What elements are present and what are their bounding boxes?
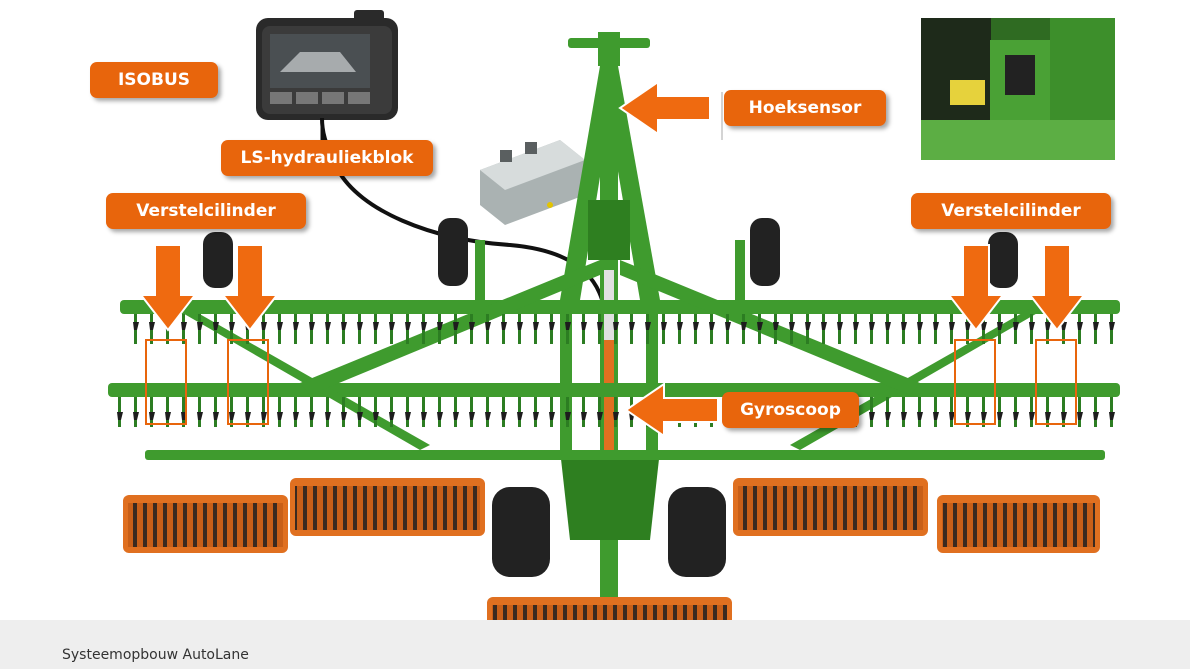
hydraulic-valve-block — [480, 140, 585, 225]
hoeksensor-label: Hoeksensor — [724, 90, 886, 126]
caption-bar — [0, 620, 1190, 669]
pointer-arrows — [138, 80, 1087, 438]
verstelcilinder-right-label: Verstelcilinder — [911, 193, 1111, 229]
sensor-photo — [921, 18, 1115, 160]
isobus-terminal — [256, 10, 398, 120]
figure-caption: Systeemopbouw AutoLane — [62, 647, 249, 663]
tine-row-front — [126, 314, 1116, 344]
tine-row-rear — [112, 397, 1116, 427]
ls-hydraulic-block-label: LS-hydrauliekblok — [221, 140, 433, 176]
support-wheels — [203, 218, 1018, 577]
verstelcilinder-left-label: Verstelcilinder — [106, 193, 306, 229]
cylinder-highlight-boxes — [145, 339, 1077, 425]
drawbar — [560, 32, 660, 626]
gyroscoop-label: Gyroscoop — [722, 392, 859, 428]
isobus-label: ISOBUS — [90, 62, 218, 98]
